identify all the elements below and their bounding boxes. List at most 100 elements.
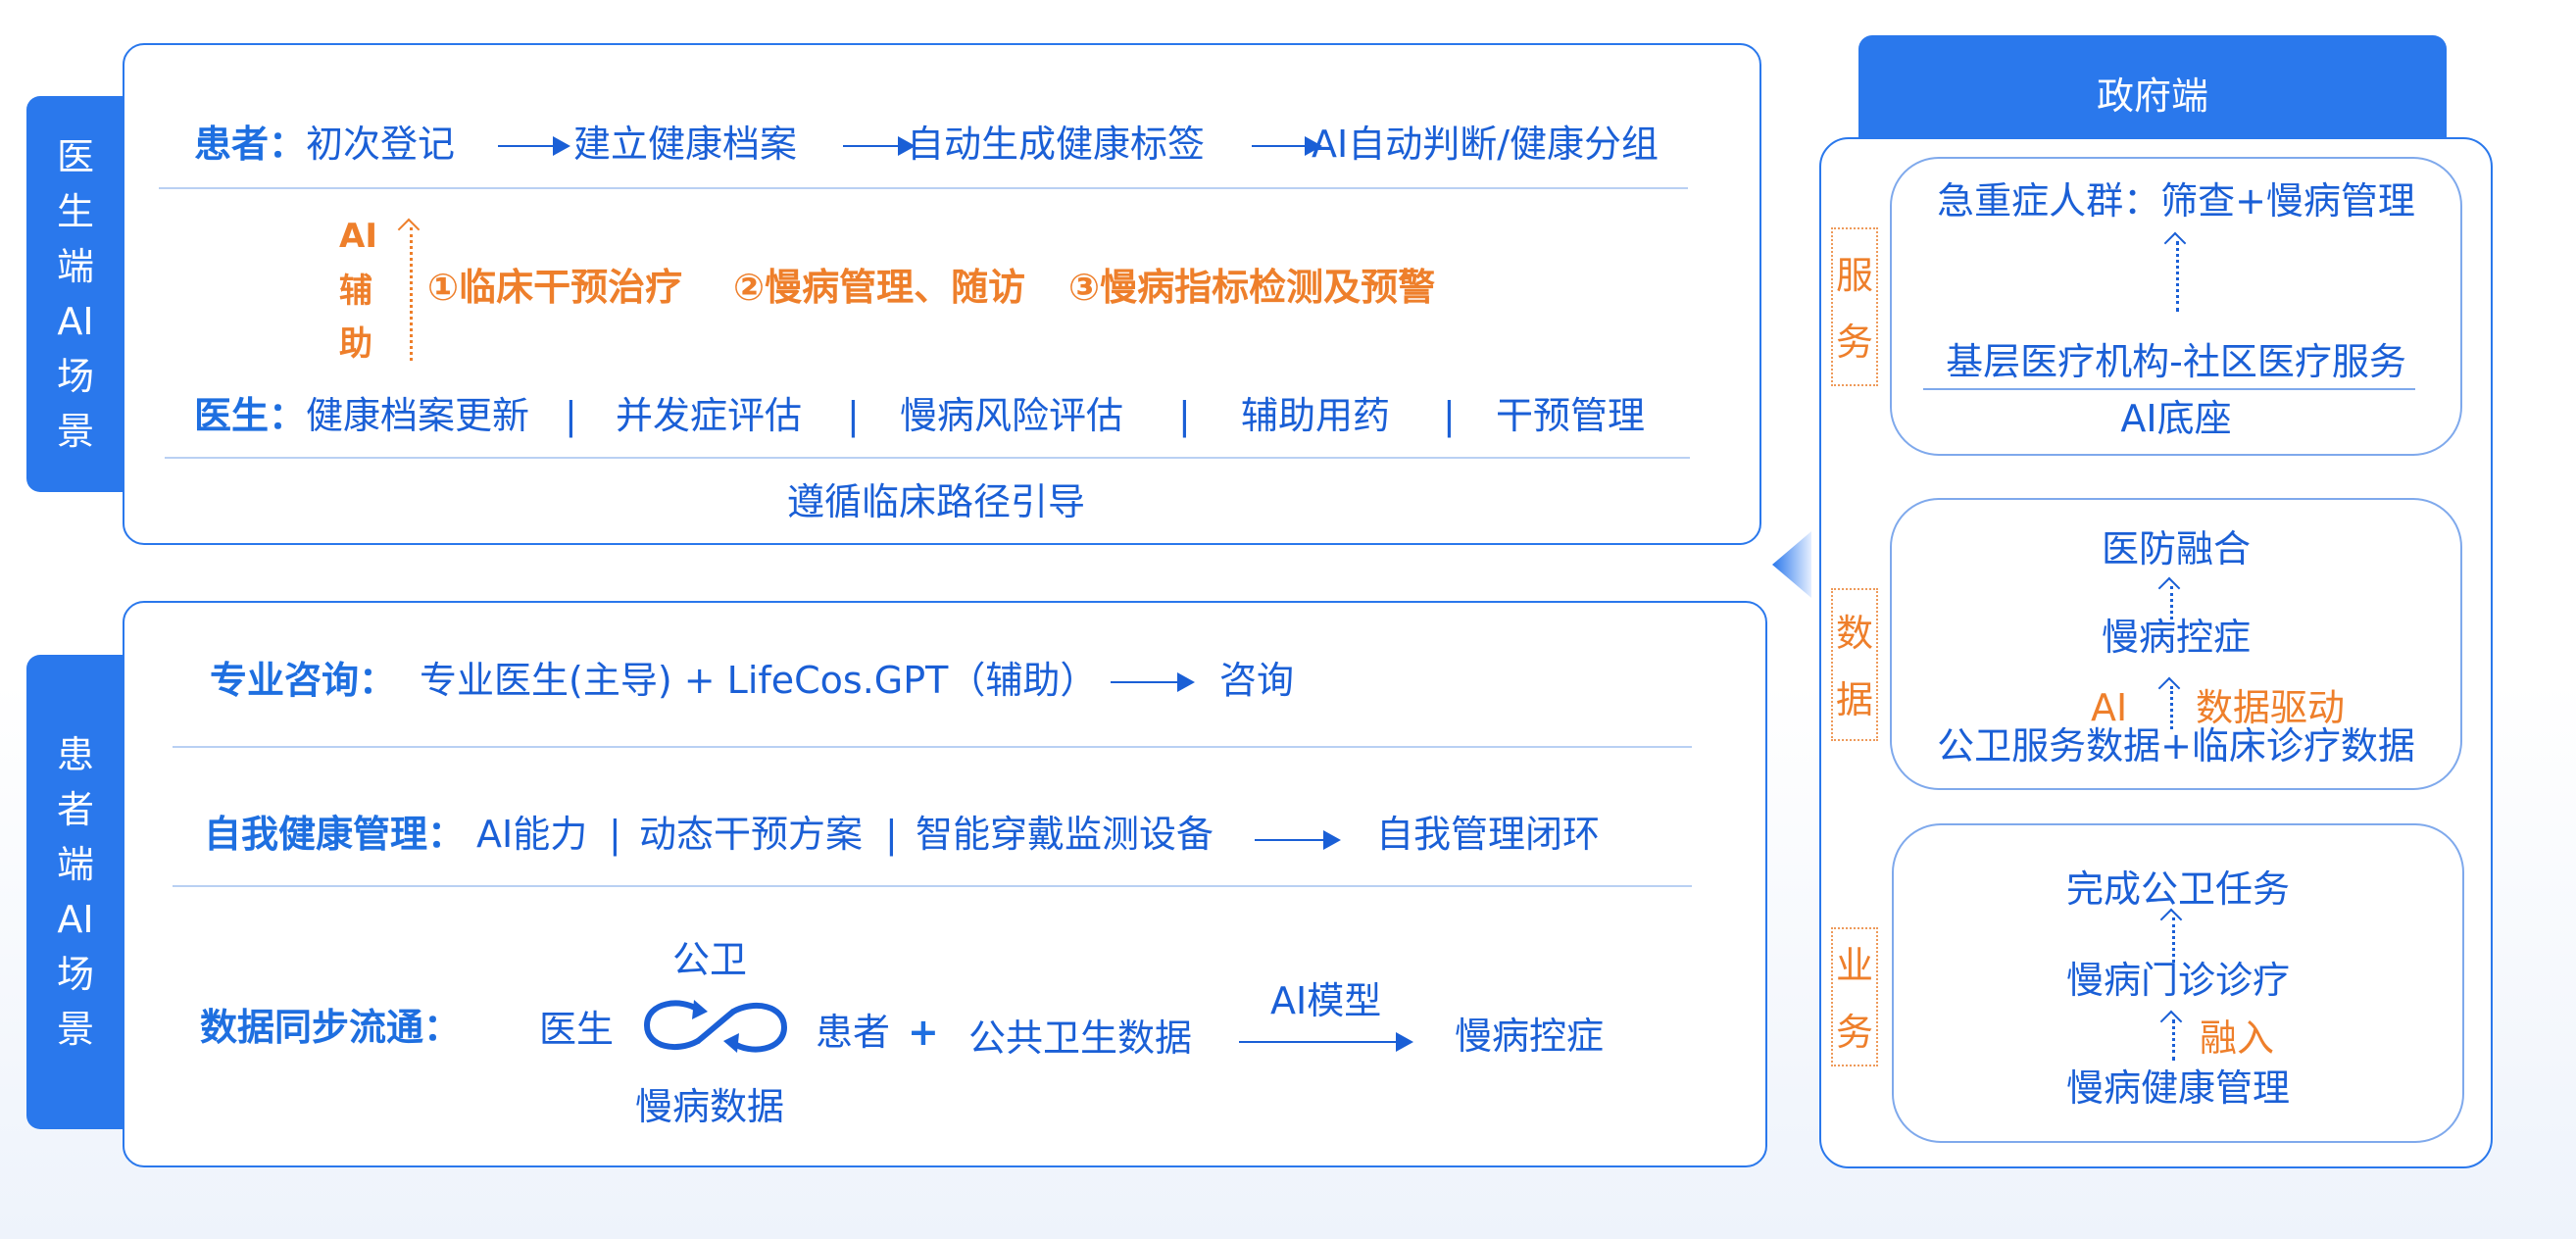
- ai-model-label: AI模型: [1270, 979, 1382, 1022]
- separator: |: [1178, 394, 1191, 437]
- doctor-item-intervention: 干预管理: [1496, 394, 1646, 437]
- data-bottom: 公卫服务数据+临床诊疗数据: [1937, 724, 2415, 768]
- divider: [159, 187, 1688, 189]
- tab-char: 端: [56, 245, 94, 288]
- consult-result: 咨询: [1219, 659, 1295, 702]
- ai-assist-item-3: ③慢病指标检测及预警: [1068, 266, 1436, 309]
- business-merge: 融入: [2200, 1016, 2275, 1060]
- tab-char: 者: [56, 788, 94, 831]
- label-char: 务: [1835, 321, 1873, 364]
- doctor-row-label: 医生：: [194, 394, 307, 437]
- business-bottom: 慢病健康管理: [2065, 1066, 2290, 1110]
- step-auto-tags: 自动生成健康标签: [907, 123, 1206, 166]
- sync-cycle-icon: [643, 1000, 788, 1053]
- data-middle: 慢病控症: [2101, 616, 2251, 659]
- tab-char: 端: [56, 843, 94, 886]
- ai-assist-char: 辅: [339, 272, 372, 311]
- divider: [165, 457, 1690, 459]
- up-arrow: [2176, 241, 2179, 312]
- label-char: 据: [1835, 678, 1873, 721]
- business-middle: 慢病门诊诊疗: [2065, 959, 2290, 1002]
- tab-char: AI: [57, 300, 94, 343]
- label-char: 服: [1835, 254, 1873, 297]
- doctor-side-tab: 医 生 端 AI 场 景: [26, 96, 124, 492]
- business-top: 完成公卫任务: [2065, 867, 2290, 911]
- tab-char: 医: [56, 135, 94, 178]
- doctor-item-record-update: 健康档案更新: [306, 394, 530, 437]
- up-arrow: [2170, 586, 2173, 620]
- tab-char: 场: [56, 355, 94, 398]
- step-build-record: 建立健康档案: [573, 123, 798, 166]
- data-ai: AI: [2091, 686, 2128, 729]
- arrow-right: [1252, 136, 1322, 156]
- clinical-path-footer: 遵循临床路径引导: [787, 480, 1086, 523]
- arrow-right: [1255, 830, 1341, 850]
- ai-assist-item-1: ①临床干预治疗: [427, 266, 683, 309]
- label-char: 数: [1835, 612, 1873, 655]
- consult-text: 专业医生(主导) + LifeCos.GPT（辅助）: [420, 659, 1098, 702]
- self-mgmt-result: 自我管理闭环: [1376, 813, 1601, 856]
- service-middle: 基层医疗机构-社区医疗服务: [1946, 340, 2406, 383]
- self-mgmt-item-ai: AI能力: [476, 813, 588, 856]
- arrow-right: [1239, 1032, 1413, 1052]
- data-top: 医防融合: [2101, 527, 2251, 570]
- separator: |: [847, 394, 860, 437]
- sync-doctor: 医生: [539, 1008, 615, 1051]
- doctor-side-panel: [123, 43, 1761, 545]
- divider: [1923, 388, 2415, 390]
- label-char: 务: [1835, 1011, 1873, 1054]
- ai-assist-char: 助: [339, 324, 372, 364]
- doctor-item-complication: 并发症评估: [616, 394, 803, 437]
- doctor-item-medication: 辅助用药: [1241, 394, 1391, 437]
- tab-char: 景: [56, 1008, 94, 1051]
- divider: [173, 885, 1692, 887]
- label-char: 业: [1835, 944, 1873, 987]
- tab-char: 生: [56, 190, 94, 233]
- data-label: 数 据: [1831, 588, 1878, 741]
- arrow-right: [843, 136, 916, 156]
- tab-char: 场: [56, 953, 94, 996]
- tab-char: AI: [57, 898, 94, 941]
- up-arrow: [2170, 686, 2173, 729]
- step-ai-grouping: AI自动判断/健康分组: [1312, 123, 1660, 166]
- ai-assist-item-2: ②慢病管理、随访: [733, 266, 1026, 309]
- separator: |: [609, 813, 621, 856]
- tab-char: 患: [56, 733, 94, 776]
- self-mgmt-item-wearable: 智能穿戴监测设备: [916, 813, 1214, 856]
- sync-public-health-data: 公共卫生数据: [968, 1016, 1193, 1060]
- sync-result: 慢病控症: [1455, 1015, 1605, 1058]
- step-initial-registration: 初次登记: [306, 123, 456, 166]
- self-mgmt-label: 自我健康管理：: [204, 813, 466, 856]
- data-driver: 数据驱动: [2196, 686, 2346, 729]
- data-box: [1890, 498, 2462, 790]
- doctor-item-risk: 慢病风险评估: [900, 394, 1124, 437]
- separator: |: [565, 394, 577, 437]
- ai-assist-arrow: [410, 227, 413, 361]
- self-mgmt-item-plan: 动态干预方案: [639, 813, 864, 856]
- service-label: 服 务: [1831, 227, 1878, 386]
- gov-title: 政府端: [2096, 74, 2208, 118]
- separator: |: [885, 813, 898, 856]
- sync-patient: 患者: [816, 1011, 891, 1054]
- patient-row-label: 患者：: [194, 123, 307, 166]
- arrow-right: [498, 136, 570, 156]
- consult-label: 专业咨询：: [210, 659, 397, 702]
- arrow-right: [1111, 672, 1195, 692]
- business-box: [1892, 823, 2464, 1143]
- sync-plus: +: [908, 1011, 939, 1054]
- gov-header: 政府端: [1858, 35, 2447, 143]
- service-top: 急重症人群：筛查+慢病管理: [1937, 179, 2415, 223]
- sync-top-public-health: 公卫: [672, 938, 748, 981]
- up-arrow: [2172, 917, 2175, 963]
- service-bottom: AI底座: [2120, 397, 2232, 440]
- separator: |: [1443, 394, 1456, 437]
- connector-pointer: [1772, 531, 1811, 598]
- business-label: 业 务: [1831, 927, 1878, 1066]
- ai-assist-char: AI: [339, 217, 377, 256]
- patient-side-tab: 患 者 端 AI 场 景: [26, 655, 124, 1129]
- patient-side-panel: [123, 601, 1767, 1167]
- sync-bottom-chronic-data: 慢病数据: [635, 1085, 785, 1128]
- up-arrow: [2172, 1019, 2175, 1061]
- tab-char: 景: [56, 410, 94, 453]
- data-sync-label: 数据同步流通：: [200, 1006, 462, 1049]
